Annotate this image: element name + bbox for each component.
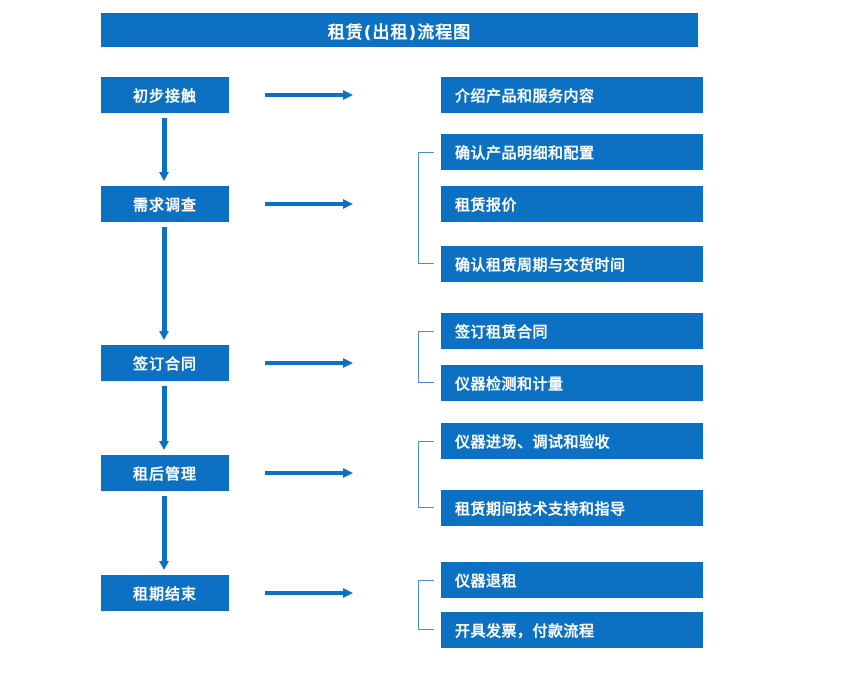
detail-box-签订租赁合同[interactable]: 签订租赁合同: [441, 313, 703, 349]
down-arrow-2: [159, 227, 169, 340]
stage-box-需求调查[interactable]: 需求调查: [101, 186, 229, 222]
down-arrow-1: [159, 118, 169, 181]
arrow-head: [159, 561, 169, 570]
bracket-group-租期结束: [418, 580, 434, 630]
bracket-group-需求调查: [418, 152, 434, 264]
stage-box-租后管理[interactable]: 租后管理: [101, 455, 229, 491]
detail-box-仪器退租[interactable]: 仪器退租: [441, 562, 703, 598]
stage-box-签订合同[interactable]: 签订合同: [101, 345, 229, 381]
stage-box-租期结束[interactable]: 租期结束: [101, 575, 229, 611]
arrow-shaft: [162, 227, 167, 331]
detail-box-租赁报价[interactable]: 租赁报价: [441, 186, 703, 222]
stage-box-初步接触[interactable]: 初步接触: [101, 77, 229, 113]
right-arrow-5: [265, 588, 353, 598]
right-arrow-2: [265, 199, 353, 209]
right-arrow-4: [265, 468, 353, 478]
arrow-head: [343, 358, 353, 368]
arrow-shaft: [265, 202, 343, 206]
right-arrow-1: [265, 90, 353, 100]
arrow-shaft: [265, 591, 343, 595]
arrow-head: [159, 331, 169, 340]
bracket-group-签订合同: [418, 331, 434, 383]
detail-box-介绍产品和服务内容[interactable]: 介绍产品和服务内容: [441, 77, 703, 113]
detail-box-仪器检测和计量[interactable]: 仪器检测和计量: [441, 365, 703, 401]
detail-box-开具发票付款流程[interactable]: 开具发票，付款流程: [441, 612, 703, 648]
right-arrow-3: [265, 358, 353, 368]
arrow-head: [343, 90, 353, 100]
detail-box-仪器进场调试和验收[interactable]: 仪器进场、调试和验收: [441, 423, 703, 459]
detail-box-确认租赁周期与交货时间[interactable]: 确认租赁周期与交货时间: [441, 246, 703, 282]
down-arrow-3: [159, 386, 169, 450]
detail-box-租赁期间技术支持和指导[interactable]: 租赁期间技术支持和指导: [441, 490, 703, 526]
arrow-shaft: [162, 386, 167, 441]
arrow-head: [343, 199, 353, 209]
arrow-shaft: [162, 496, 167, 561]
arrow-shaft: [265, 93, 343, 97]
down-arrow-4: [159, 496, 169, 570]
arrow-shaft: [265, 471, 343, 475]
arrow-head: [159, 172, 169, 181]
bracket-group-租后管理: [418, 441, 434, 508]
detail-box-确认产品明细和配置[interactable]: 确认产品明细和配置: [441, 134, 703, 170]
arrow-head: [159, 441, 169, 450]
arrow-head: [343, 588, 353, 598]
chart-title: 租赁(出租)流程图: [101, 13, 698, 47]
arrow-shaft: [265, 361, 343, 365]
arrow-shaft: [162, 118, 167, 172]
arrow-head: [343, 468, 353, 478]
